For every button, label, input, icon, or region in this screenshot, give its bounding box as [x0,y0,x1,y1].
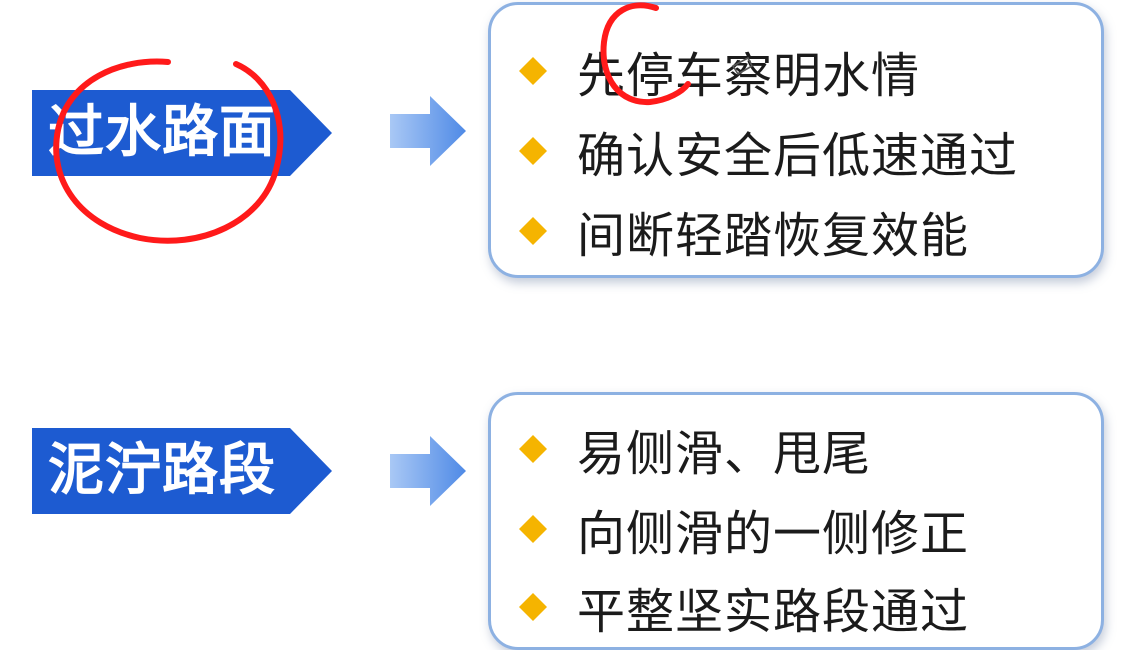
list-item: 先停车察明水情 [519,39,921,104]
section-detail-card: 先停车察明水情 确认安全后低速通过 间断轻踏恢复效能 [488,2,1104,278]
list-item-text: 易侧滑、甩尾 [577,426,872,482]
list-item: 间断轻踏恢复效能 [519,199,970,264]
right-arrow-icon [390,436,466,506]
list-item-text: 向侧滑的一侧修正 [577,506,970,562]
right-arrow-icon [390,96,466,166]
diamond-bullet-icon [519,217,547,245]
list-item-text: 间断轻踏恢复效能 [577,208,970,264]
section-label-text: 泥泞路段 [48,438,276,503]
diamond-bullet-icon [519,515,547,543]
list-item-text: 确认安全后低速通过 [577,128,1019,184]
section-label-tag: 泥泞路段 [32,428,332,514]
list-item: 易侧滑、甩尾 [519,417,872,482]
label-tag-shape [32,428,332,514]
diamond-bullet-icon [519,57,547,85]
list-item: 向侧滑的一侧修正 [519,497,970,562]
section-detail-card: 易侧滑、甩尾 向侧滑的一侧修正 平整坚实路段通过 [488,392,1104,650]
diamond-bullet-icon [519,137,547,165]
section-label-tag: 过水路面 [32,90,332,176]
list-item-text: 先停车察明水情 [577,48,921,104]
section-label-text: 过水路面 [48,100,276,165]
list-item-text: 平整坚实路段通过 [577,584,970,640]
diamond-bullet-icon [519,593,547,621]
diamond-bullet-icon [519,435,547,463]
list-item: 平整坚实路段通过 [519,575,970,640]
list-item: 确认安全后低速通过 [519,119,1019,184]
